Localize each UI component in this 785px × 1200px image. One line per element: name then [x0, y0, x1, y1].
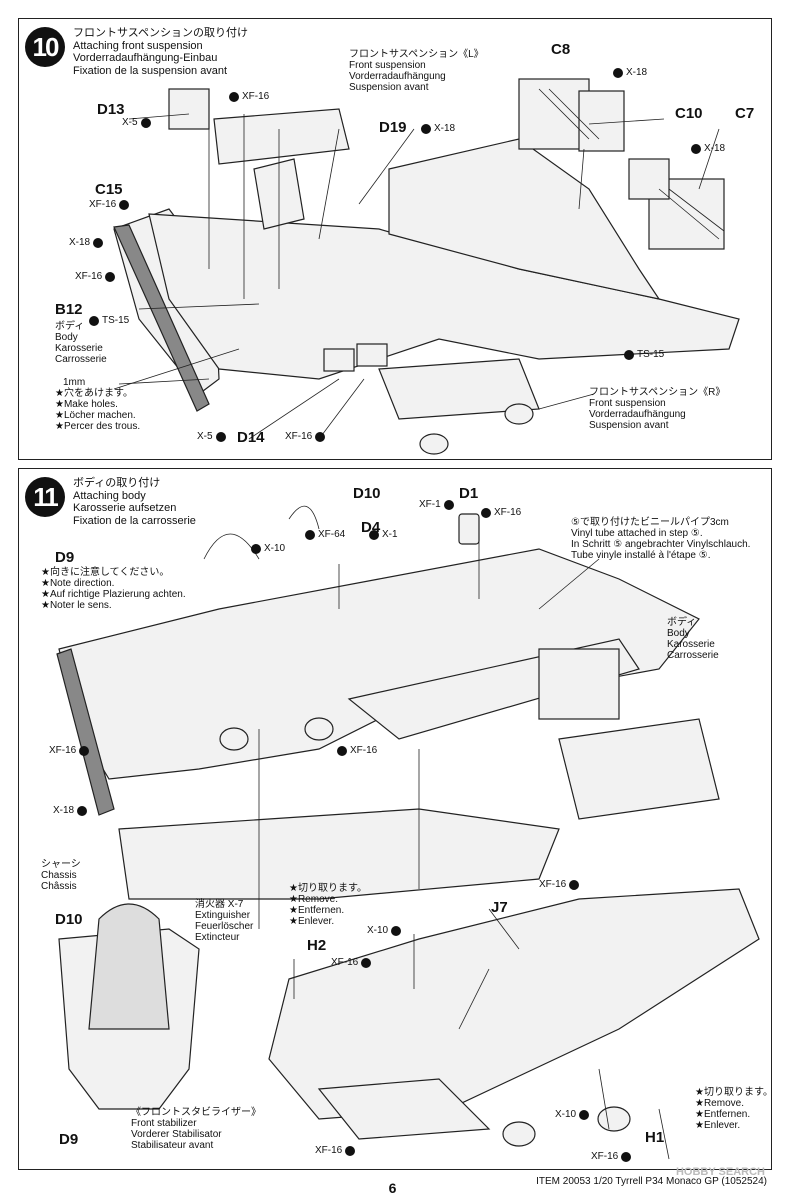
body-label-11: ボディ Body Karosserie Carrosserie: [667, 617, 719, 661]
title-en: Attaching front suspension: [73, 39, 203, 52]
screw-x5-a: X-5: [122, 117, 154, 128]
part-b12: B12: [55, 301, 83, 318]
paint-dot-icon: [621, 1151, 632, 1162]
screw-xf16-g: XF-16: [337, 745, 377, 756]
title-fr: Fixation de la suspension avant: [73, 64, 228, 77]
screw-x10-c: X-10: [555, 1109, 592, 1120]
part-d9-a: D9: [55, 549, 75, 566]
paint-dot-icon: [105, 271, 116, 282]
part-d9-b: D9: [59, 1131, 79, 1148]
screw-xf16-c: XF-16: [75, 271, 118, 282]
part-c15: C15: [95, 181, 123, 198]
step-10-illustration: [113, 78, 740, 455]
part-d10-b: D10: [55, 911, 83, 928]
chassis-label: シャーシ Chassis Châssis: [41, 859, 81, 892]
paint-dot-icon: [93, 237, 104, 248]
screw-xf1: XF-1: [419, 499, 457, 510]
paint-dot-icon: [391, 925, 402, 936]
paint-dot-icon: [337, 745, 347, 756]
paint-dot-icon: [77, 805, 88, 816]
screw-x18-a: X-18: [613, 67, 647, 78]
paint-dot-icon: [443, 499, 454, 510]
screw-xf16-f: XF-16: [49, 745, 92, 756]
title-fr: Fixation de la carrosserie: [73, 514, 196, 527]
title-jp: フロントサスペンションの取り付け: [73, 27, 249, 39]
screw-x5-b: X-5: [197, 431, 229, 442]
paint-dot-icon: [579, 1109, 590, 1120]
screw-x10-b: X-10: [367, 925, 404, 936]
footer-item-code: ITEM 20053 1/20 Tyrrell P34 Monaco GP (1…: [536, 1176, 767, 1187]
part-c7: C7: [735, 105, 755, 122]
screw-ts15-b: TS-15: [624, 349, 664, 360]
title-en: Attaching body: [73, 489, 146, 502]
paint-dot-icon: [140, 117, 151, 128]
screw-xf16-h: XF-16: [539, 879, 582, 890]
part-c8: C8: [551, 41, 571, 58]
step-11-illustration: [56, 505, 760, 1160]
screw-xf64: XF-64: [305, 529, 345, 540]
step-number-11: 11: [25, 477, 65, 517]
paint-dot-icon: [229, 91, 239, 102]
direction-note: ★向きに注意してください。 ★Note direction. ★Auf rich…: [41, 567, 186, 611]
screw-x18-e: X-18: [53, 805, 90, 816]
step-10-title: フロントサスペンションの取り付け Attaching front suspens…: [73, 27, 248, 77]
paint-dot-icon: [251, 543, 261, 554]
vinyl-tube-note: ⑤で取り付けたビニールパイプ3cm Vinyl tube attached in…: [571, 517, 751, 561]
step-11-panel: 11 ボディの取り付け Attaching body Karosserie au…: [18, 468, 773, 1170]
screw-xf16-d: XF-16: [285, 431, 328, 442]
extinguisher-label: 消火器 X-7 Extinguisher Feuerlöscher Extinc…: [195, 899, 254, 943]
step-number-10: 10: [25, 27, 65, 67]
suspension-l-label: フロントサスペンション《L》 Front suspension Vorderra…: [349, 49, 484, 93]
paint-dot-icon: [305, 529, 315, 540]
step-11-title: ボディの取り付け Attaching body Karosserie aufse…: [73, 477, 196, 527]
part-d14: D14: [237, 429, 265, 446]
title-de: Vorderradaufhängung-Einbau: [73, 52, 218, 64]
part-d13: D13: [97, 101, 125, 118]
part-d1: D1: [459, 485, 479, 502]
step-10-panel: 10 フロントサスペンションの取り付け Attaching front susp…: [18, 18, 772, 460]
paint-dot-icon: [691, 143, 701, 154]
paint-dot-icon: [369, 529, 379, 540]
screw-xf16-i: XF-16: [331, 957, 374, 968]
part-c10: C10: [675, 105, 703, 122]
watermark-logo: HOBBY SEARCH: [675, 1166, 765, 1178]
title-de: Karosserie aufsetzen: [73, 502, 177, 514]
screw-xf16-j: XF-16: [315, 1145, 358, 1156]
page-number: 6: [388, 1180, 397, 1196]
stabilizer-label: 《フロントスタビライザー》 Front stabilizer Vorderer …: [131, 1107, 261, 1151]
paint-dot-icon: [361, 957, 372, 968]
screw-x18-d: X-18: [69, 237, 106, 248]
cut-note-b: ★切り取ります。 ★Remove. ★Entfernen. ★Enlever.: [695, 1087, 773, 1131]
screw-xf16-k: XF-16: [591, 1151, 634, 1162]
paint-dot-icon: [481, 507, 491, 518]
paint-dot-icon: [315, 431, 326, 442]
screw-ts15-a: TS-15: [89, 315, 129, 326]
part-d10-a: D10: [353, 485, 381, 502]
paint-dot-icon: [569, 879, 580, 890]
screw-x1: X-1: [369, 529, 398, 540]
screw-x18-c: X-18: [691, 143, 725, 154]
suspension-r-label: フロントサスペンション《R》 Front suspension Vorderra…: [589, 387, 726, 431]
holes-note: 1mm ★穴をあけます。 ★Make holes. ★Löcher machen…: [55, 377, 141, 432]
paint-dot-icon: [624, 349, 634, 360]
paint-dot-icon: [421, 123, 431, 134]
cut-note-a: ★切り取ります。 ★Remove. ★Entfernen. ★Enlever.: [289, 883, 367, 927]
part-j7: J7: [491, 899, 508, 916]
body-label-10: ボディ Body Karosserie Carrosserie: [55, 321, 107, 365]
screw-x18-b: X-18: [421, 123, 455, 134]
paint-dot-icon: [119, 199, 130, 210]
paint-dot-icon: [613, 67, 623, 78]
screw-xf16-a: XF-16: [229, 91, 269, 102]
screw-xf16-b: XF-16: [89, 199, 132, 210]
paint-dot-icon: [89, 315, 99, 326]
title-jp: ボディの取り付け: [73, 477, 161, 489]
paint-dot-icon: [79, 745, 90, 756]
screw-xf16-e: XF-16: [481, 507, 521, 518]
part-h1: H1: [645, 1129, 665, 1146]
part-h2: H2: [307, 937, 327, 954]
part-d19: D19: [379, 119, 407, 136]
screw-x10-a: X-10: [251, 543, 285, 554]
paint-dot-icon: [345, 1145, 356, 1156]
paint-dot-icon: [215, 431, 226, 442]
